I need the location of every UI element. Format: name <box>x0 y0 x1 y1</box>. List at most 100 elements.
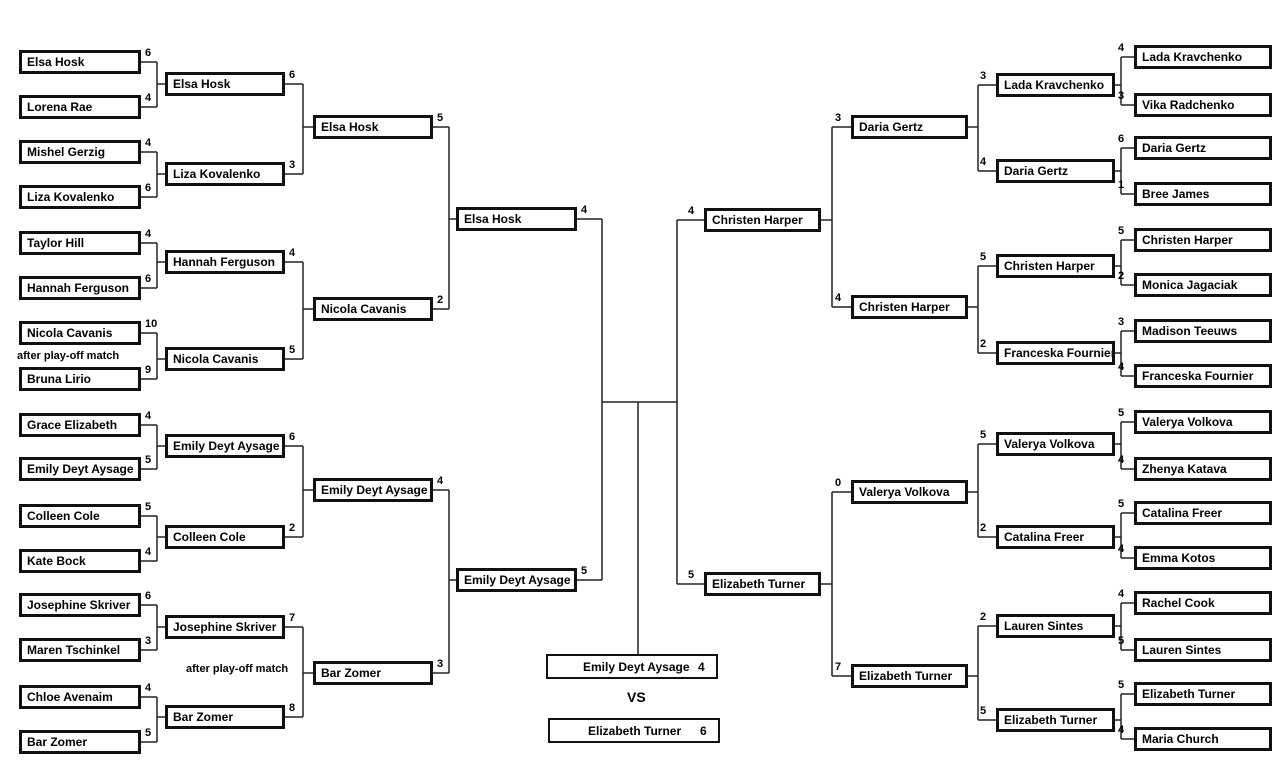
right-r2-score: 5 <box>980 429 987 441</box>
right-r3-score: 7 <box>835 661 842 673</box>
left-r1-player-box: Nicola Cavanis <box>19 321 141 345</box>
right-r1-player-box: Lauren Sintes <box>1134 638 1272 662</box>
left-r2-player-box: Liza Kovalenko <box>165 162 285 186</box>
left-r1-player-box: Maren Tschinkel <box>19 638 141 662</box>
final-match-top: Emily Deyt Aysage 4 <box>546 654 718 679</box>
right-r1-score: 5 <box>1118 498 1125 510</box>
left-r1-score: 4 <box>145 546 152 558</box>
playoff-note: after play-off match <box>17 350 120 362</box>
right-r1-score: 4 <box>1118 543 1125 555</box>
right-r1-player-box: Bree James <box>1134 182 1272 206</box>
left-r2-score: 5 <box>289 344 296 356</box>
left-r1-score: 10 <box>145 318 158 330</box>
left-r1-player-box: Mishel Gerzig <box>19 140 141 164</box>
right-r1-player-box: Christen Harper <box>1134 228 1272 252</box>
left-r1-player-box: Lorena Rae <box>19 95 141 119</box>
left-r2-player-box: Bar Zomer <box>165 705 285 729</box>
right-r1-player-box: Elizabeth Turner <box>1134 682 1272 706</box>
left-r1-score: 3 <box>145 635 152 647</box>
left-r4-player-box: Emily Deyt Aysage <box>456 568 577 592</box>
left-r4-score: 4 <box>581 204 588 216</box>
left-r1-score: 4 <box>145 410 152 422</box>
left-r1-score: 4 <box>145 92 152 104</box>
right-r4-score: 5 <box>688 569 695 581</box>
right-r1-score: 4 <box>1118 454 1125 466</box>
left-r1-player-box: Emily Deyt Aysage <box>19 457 141 481</box>
playoff-note: after play-off match <box>186 663 289 675</box>
right-r1-score: 3 <box>1118 316 1125 328</box>
right-r1-player-box: Valerya Volkova <box>1134 410 1272 434</box>
right-r4-player-box: Elizabeth Turner <box>704 572 821 596</box>
left-r3-score: 2 <box>437 294 444 306</box>
right-r1-player-box: Franceska Fournier <box>1134 364 1272 388</box>
left-r2-player-box: Josephine Skriver <box>165 615 285 639</box>
left-r2-score: 4 <box>289 247 296 259</box>
right-r3-player-box: Elizabeth Turner <box>851 664 968 688</box>
left-r1-score: 6 <box>145 273 152 285</box>
left-r3-score: 4 <box>437 475 444 487</box>
left-r1-score: 4 <box>145 228 152 240</box>
left-r2-score: 6 <box>289 69 296 81</box>
left-r2-player-box: Hannah Ferguson <box>165 250 285 274</box>
left-r2-player-box: Emily Deyt Aysage <box>165 434 285 458</box>
right-r2-player-box: Franceska Fournier <box>996 341 1115 365</box>
right-r1-score: 1 <box>1118 179 1125 191</box>
right-r1-player-box: Madison Teeuws <box>1134 319 1272 343</box>
final-match-bottom: Elizabeth Turner 6 <box>548 718 720 743</box>
right-r1-player-box: Lada Kravchenko <box>1134 45 1272 69</box>
left-r3-player-box: Elsa Hosk <box>313 115 433 139</box>
left-r2-score: 7 <box>289 612 296 624</box>
right-r1-player-box: Rachel Cook <box>1134 591 1272 615</box>
right-r1-score: 4 <box>1118 588 1125 600</box>
right-r2-score: 2 <box>980 338 987 350</box>
right-r1-player-box: Vika Radchenko <box>1134 93 1272 117</box>
right-r2-score: 2 <box>980 611 987 623</box>
left-r1-score: 5 <box>145 454 152 466</box>
right-r1-player-box: Monica Jagaciak <box>1134 273 1272 297</box>
left-r1-score: 4 <box>145 137 152 149</box>
right-r2-score: 5 <box>980 705 987 717</box>
right-r2-player-box: Daria Gertz <box>996 159 1115 183</box>
right-r1-score: 2 <box>1118 270 1125 282</box>
left-r1-score: 6 <box>145 590 152 602</box>
right-r1-player-box: Catalina Freer <box>1134 501 1272 525</box>
right-r3-score: 0 <box>835 477 842 489</box>
versus-label: VS <box>627 689 646 705</box>
right-r1-score: 4 <box>1118 724 1125 736</box>
left-r2-score: 3 <box>289 159 296 171</box>
left-r1-player-box: Bruna Lirio <box>19 367 141 391</box>
left-r1-player-box: Elsa Hosk <box>19 50 141 74</box>
right-r3-player-box: Christen Harper <box>851 295 968 319</box>
right-r1-player-box: Maria Church <box>1134 727 1272 751</box>
right-r2-score: 5 <box>980 251 987 263</box>
left-r3-player-box: Emily Deyt Aysage <box>313 478 433 502</box>
left-r2-score: 8 <box>289 702 296 714</box>
left-r2-score: 2 <box>289 522 296 534</box>
left-r3-score: 5 <box>437 112 444 124</box>
left-r1-score: 5 <box>145 501 152 513</box>
left-r1-score: 6 <box>145 47 152 59</box>
right-r2-player-box: Christen Harper <box>996 254 1115 278</box>
left-r3-score: 3 <box>437 658 444 670</box>
left-r2-player-box: Elsa Hosk <box>165 72 285 96</box>
right-r1-player-box: Zhenya Katava <box>1134 457 1272 481</box>
right-r1-player-box: Emma Kotos <box>1134 546 1272 570</box>
right-r1-score: 5 <box>1118 225 1125 237</box>
right-r3-score: 3 <box>835 112 842 124</box>
left-r1-player-box: Taylor Hill <box>19 231 141 255</box>
left-r1-player-box: Liza Kovalenko <box>19 185 141 209</box>
left-r1-player-box: Bar Zomer <box>19 730 141 754</box>
left-r2-player-box: Nicola Cavanis <box>165 347 285 371</box>
right-r2-player-box: Lauren Sintes <box>996 614 1115 638</box>
right-r2-score: 3 <box>980 70 987 82</box>
left-r1-score: 4 <box>145 682 152 694</box>
right-r2-player-box: Lada Kravchenko <box>996 73 1115 97</box>
left-r4-score: 5 <box>581 565 588 577</box>
left-r1-player-box: Hannah Ferguson <box>19 276 141 300</box>
left-r4-player-box: Elsa Hosk <box>456 207 577 231</box>
right-r4-score: 4 <box>688 205 695 217</box>
right-r3-player-box: Valerya Volkova <box>851 480 968 504</box>
left-r3-player-box: Nicola Cavanis <box>313 297 433 321</box>
right-r1-score: 6 <box>1118 133 1125 145</box>
right-r1-score: 5 <box>1118 407 1125 419</box>
